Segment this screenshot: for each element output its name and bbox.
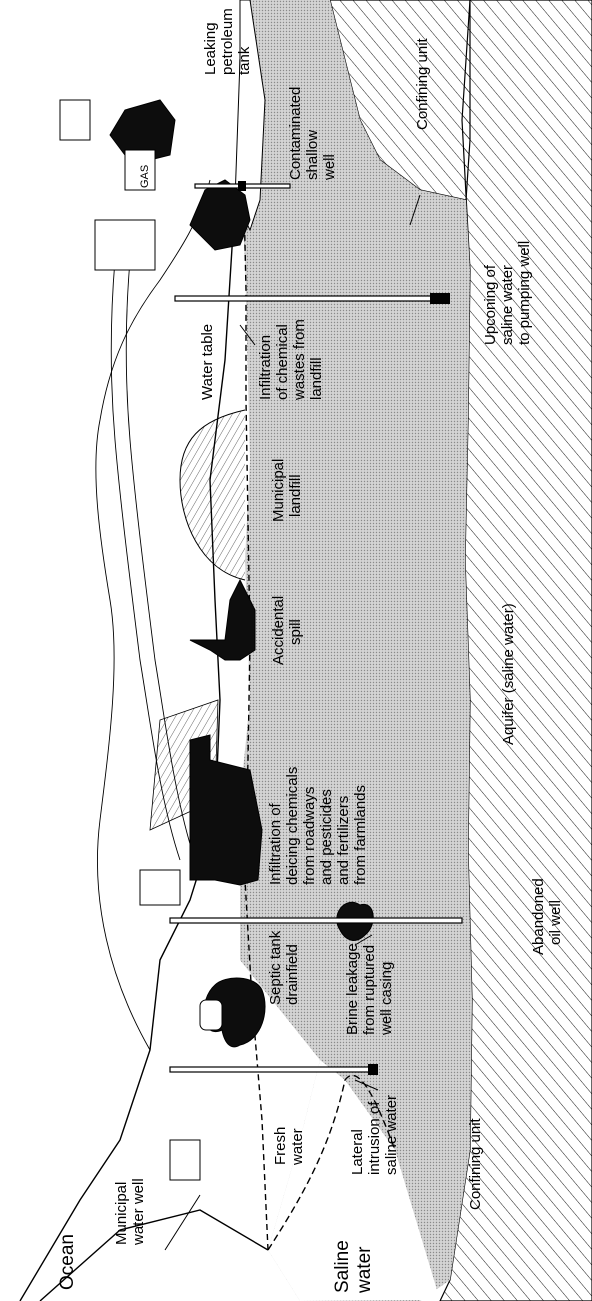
infiltration-deicing-line-4: and pesticides	[318, 789, 335, 885]
confining-unit-upper-text: Confining unit	[414, 37, 431, 130]
accidental-spill-line-1: Accidental	[270, 596, 287, 665]
tank-building	[60, 100, 90, 140]
infiltration-deicing-line-6: from farmlands	[352, 785, 369, 885]
brine-leakage-line-3: well casing	[378, 962, 395, 1036]
confining-unit-lower-text: Confining unit	[467, 1117, 484, 1210]
house-building	[140, 870, 180, 905]
infiltration-chemical-line-3: wastes from	[291, 319, 308, 401]
contaminated-well-line-1: Contaminated	[287, 87, 304, 180]
municipal-landfill-line-1: Municipal	[270, 459, 287, 522]
leaking-tank-line-2: petroleum	[219, 8, 236, 75]
municipal-well	[170, 1067, 370, 1072]
saline-water-label: Saline water	[332, 1240, 375, 1294]
aquifer-text: Aquifer (saline water)	[500, 603, 517, 745]
gas-sign-text: GAS	[139, 165, 151, 188]
infiltration-deicing-line-1: Infiltration of	[267, 802, 284, 885]
lateral-intrusion-line-2: intrusion of	[366, 1101, 383, 1175]
municipal-water-well-line-1: Municipal	[113, 1182, 130, 1245]
leaking-tank-line-3: tank	[236, 46, 253, 75]
infiltration-deicing-line-3: from roadways	[301, 787, 318, 885]
confining-unit-lower-label: Confining unit	[467, 1117, 484, 1210]
abandoned-oil-well	[170, 918, 462, 923]
abandoned-oil-well-line-1: Abandoned	[530, 878, 547, 955]
pumping-well	[175, 296, 445, 301]
lateral-intrusion-line-3: saline water	[383, 1095, 400, 1175]
municipal-well-screen	[368, 1064, 378, 1075]
municipal-water-well-line-2: water well	[130, 1178, 147, 1246]
accidental-spill-plume	[190, 580, 255, 660]
leaking-tank-line-1: Leaking	[202, 22, 219, 75]
infiltration-chemical-line-4: landfill	[308, 357, 325, 400]
pumping-well-screen	[430, 293, 450, 304]
septic-tank	[200, 1000, 222, 1030]
municipal-well-arrow	[165, 1195, 200, 1250]
factory-building	[95, 220, 155, 270]
ocean-text: Ocean	[57, 1234, 78, 1290]
lateral-intrusion-line-1: Lateral	[349, 1129, 366, 1175]
saline-water-line-2: water	[354, 1246, 375, 1294]
infiltration-deicing-line-5: and fertilizers	[335, 796, 352, 885]
aquifer-label: Aquifer (saline water)	[500, 603, 517, 745]
contaminated-well-line-2: shallow	[304, 130, 321, 180]
upconing-line-2: saline water	[499, 265, 516, 345]
fresh-water-line-1: Fresh	[272, 1127, 289, 1165]
water-table-label: Water table	[199, 324, 216, 400]
shallow-well-screen	[238, 181, 246, 191]
confining-unit-upper-label: Confining unit	[414, 37, 431, 130]
water-table-text: Water table	[199, 324, 216, 400]
infiltration-chemical-line-2: of chemical	[274, 324, 291, 400]
upconing-line-1: Upconing of	[482, 264, 499, 345]
infiltration-deicing-line-2: deicing chemicals	[284, 767, 301, 885]
city-buildings	[170, 1140, 200, 1180]
upconing-line-3: to pumping well	[516, 241, 533, 345]
saline-water-line-1: Saline	[332, 1240, 353, 1293]
septic-tank-line-2: drainfield	[284, 944, 301, 1005]
ocean-label: Ocean	[57, 1234, 78, 1290]
landfill-mound	[180, 410, 245, 580]
municipal-water-well-label: Municipal water well	[113, 1178, 147, 1246]
municipal-landfill-line-2: landfill	[287, 474, 304, 517]
fresh-water-label: Fresh water	[272, 1127, 306, 1166]
contaminated-well-line-3: well	[321, 154, 338, 181]
accidental-spill-line-2: spill	[287, 619, 304, 645]
gas-sign-label: GAS	[139, 165, 151, 188]
fresh-water-line-2: water	[289, 1128, 306, 1166]
brine-leakage-line-1: Brine leakage	[344, 943, 361, 1035]
septic-tank-line-1: Septic tank	[267, 930, 284, 1005]
brine-leakage-line-2: from ruptured	[361, 945, 378, 1035]
abandoned-oil-well-line-2: oil well	[547, 900, 564, 945]
infiltration-chemical-line-1: Infiltration	[257, 335, 274, 400]
